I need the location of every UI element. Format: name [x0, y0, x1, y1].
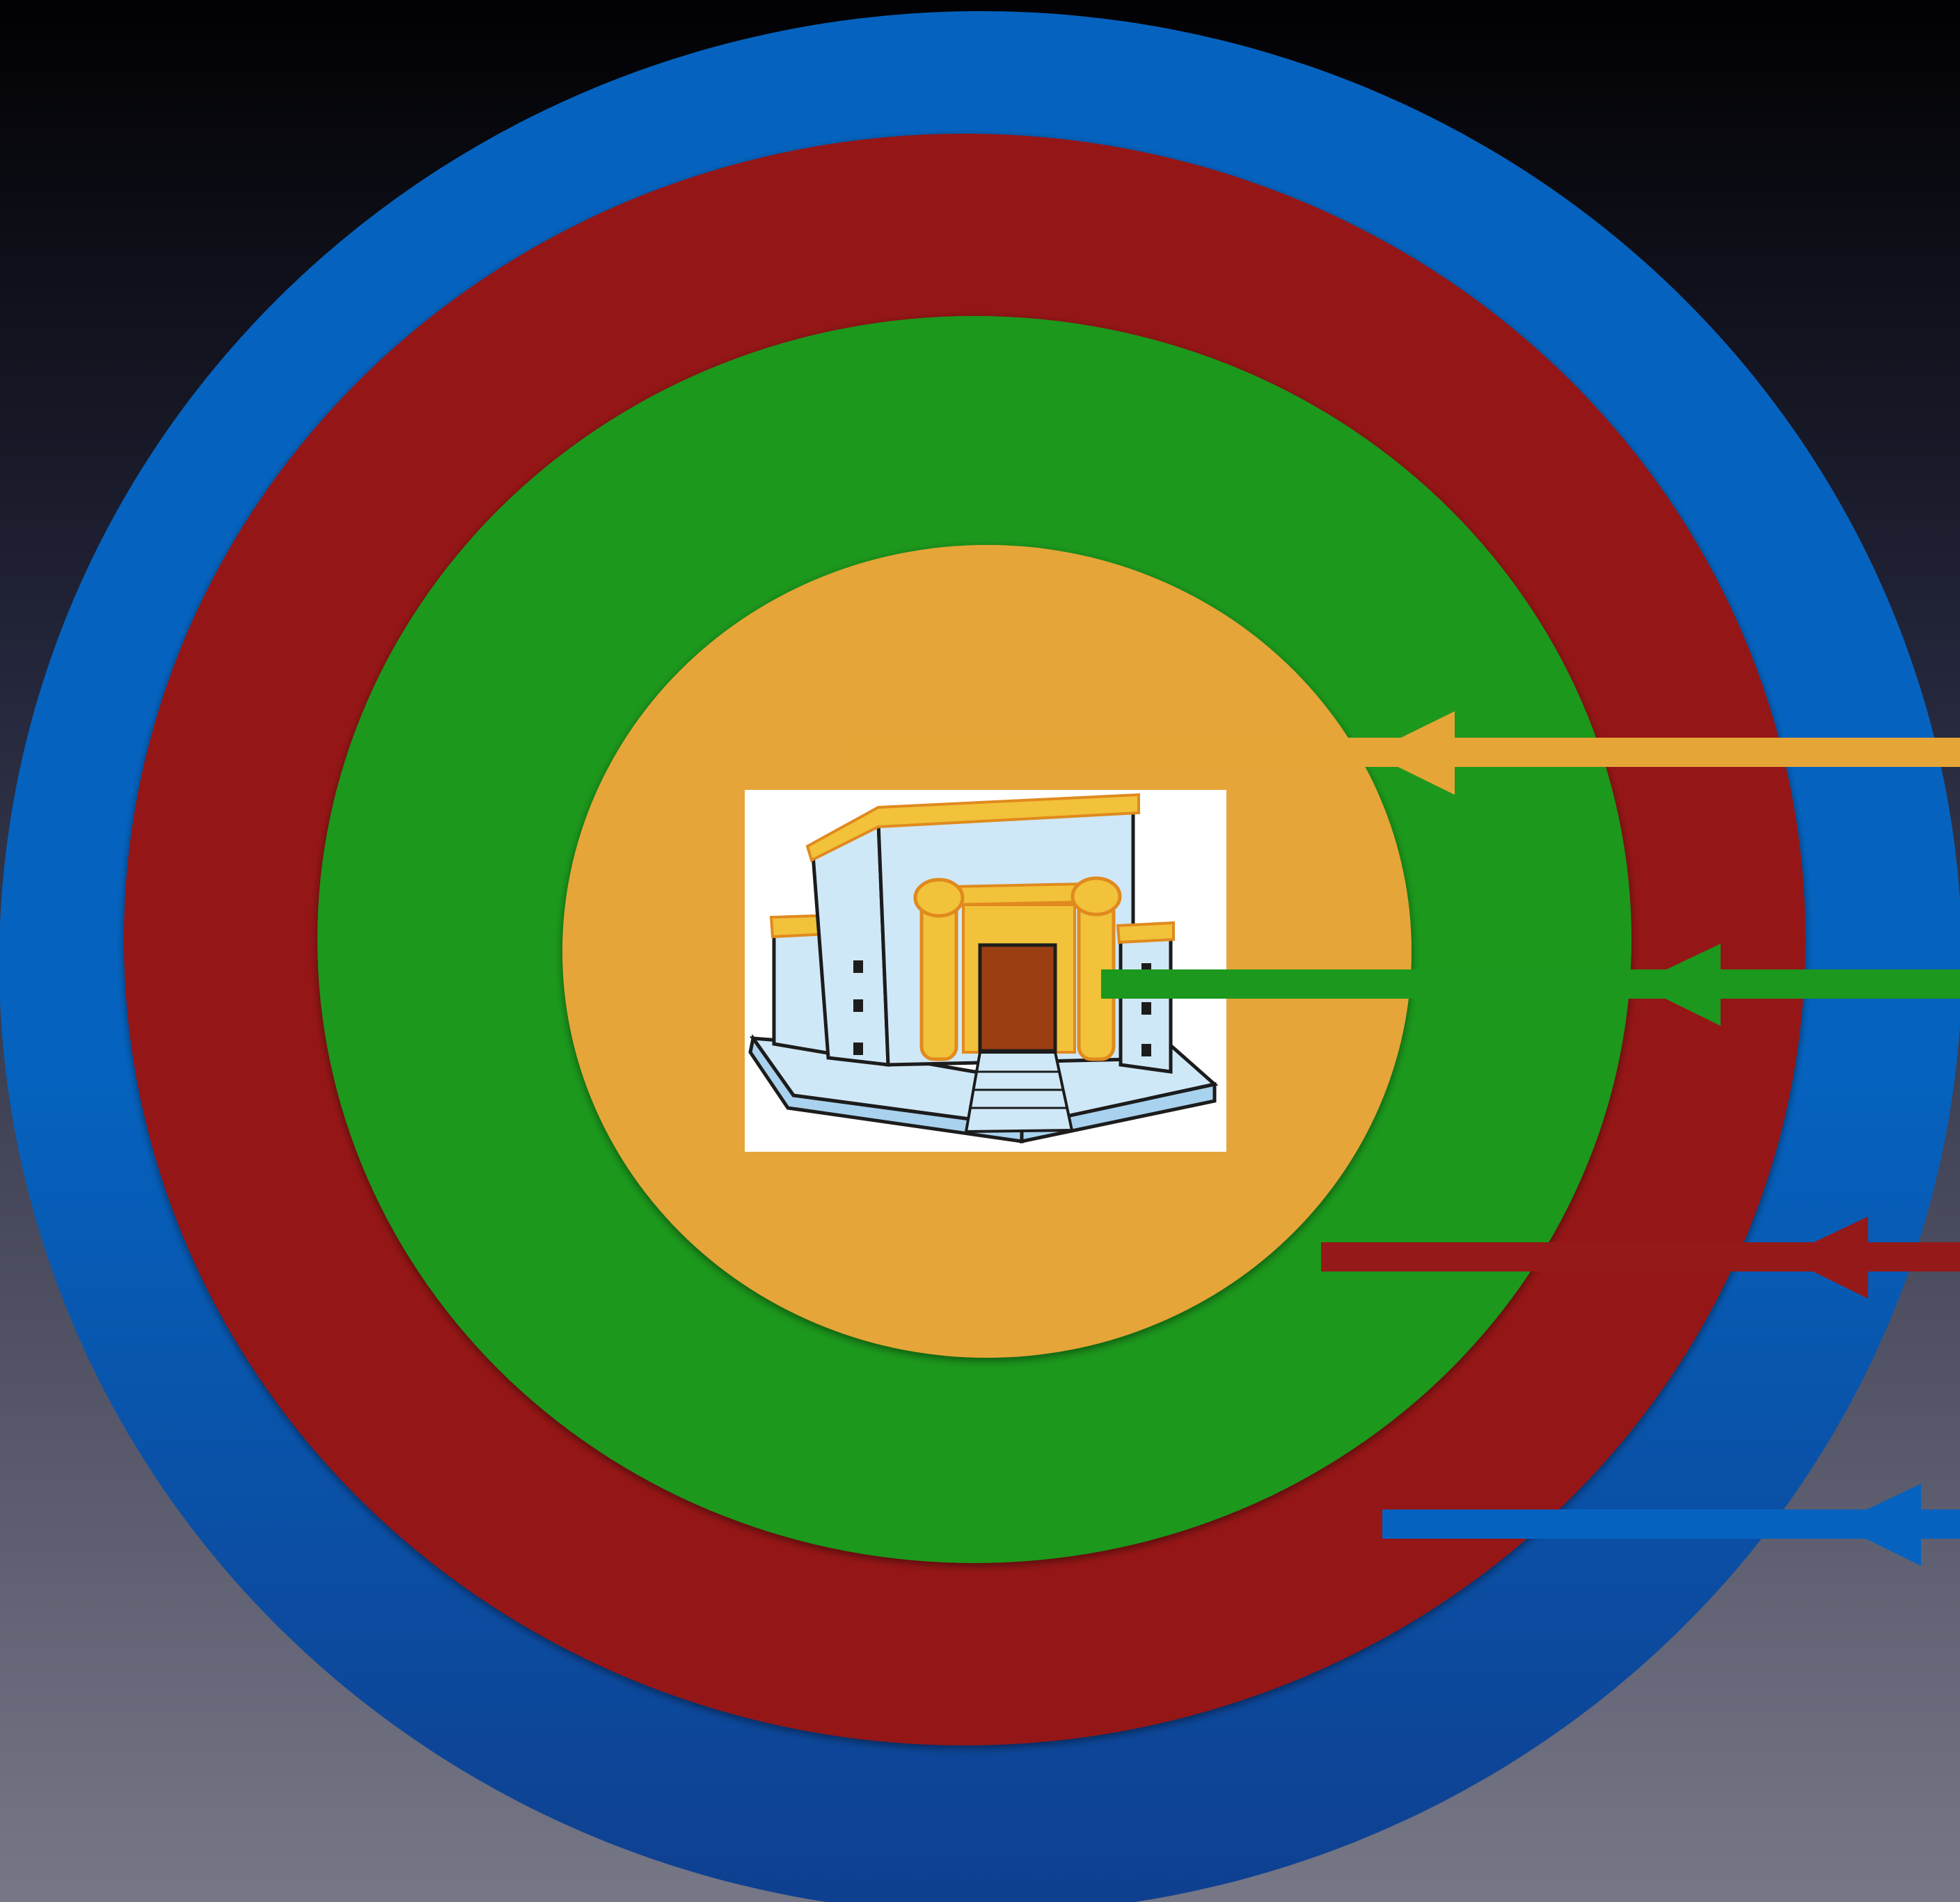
temple-window: [853, 960, 863, 973]
temple-gate-frame: [952, 882, 1084, 907]
arrows-group: [853, 711, 1960, 1566]
red-arrow: [1321, 1217, 1960, 1299]
temple-door: [978, 943, 1057, 1053]
temple-illustration: [745, 790, 1226, 1152]
temple-window: [853, 999, 863, 1012]
temple-steps: [964, 1051, 1074, 1134]
green-arrow: [1101, 944, 1960, 1026]
temple-right-wing-top: [1116, 921, 1175, 944]
temple-window: [853, 1043, 863, 1055]
temple-window: [1141, 1002, 1151, 1015]
temple-pillar-left-capital: [913, 878, 965, 918]
temple-pillar-left: [919, 897, 958, 1061]
temple-pillar-right-capital: [1070, 876, 1122, 917]
orange-arrow: [853, 711, 1960, 795]
temple-roof-parapet: [805, 793, 1140, 862]
temple-window: [1141, 1044, 1151, 1056]
blue-arrow: [1382, 1484, 1960, 1566]
